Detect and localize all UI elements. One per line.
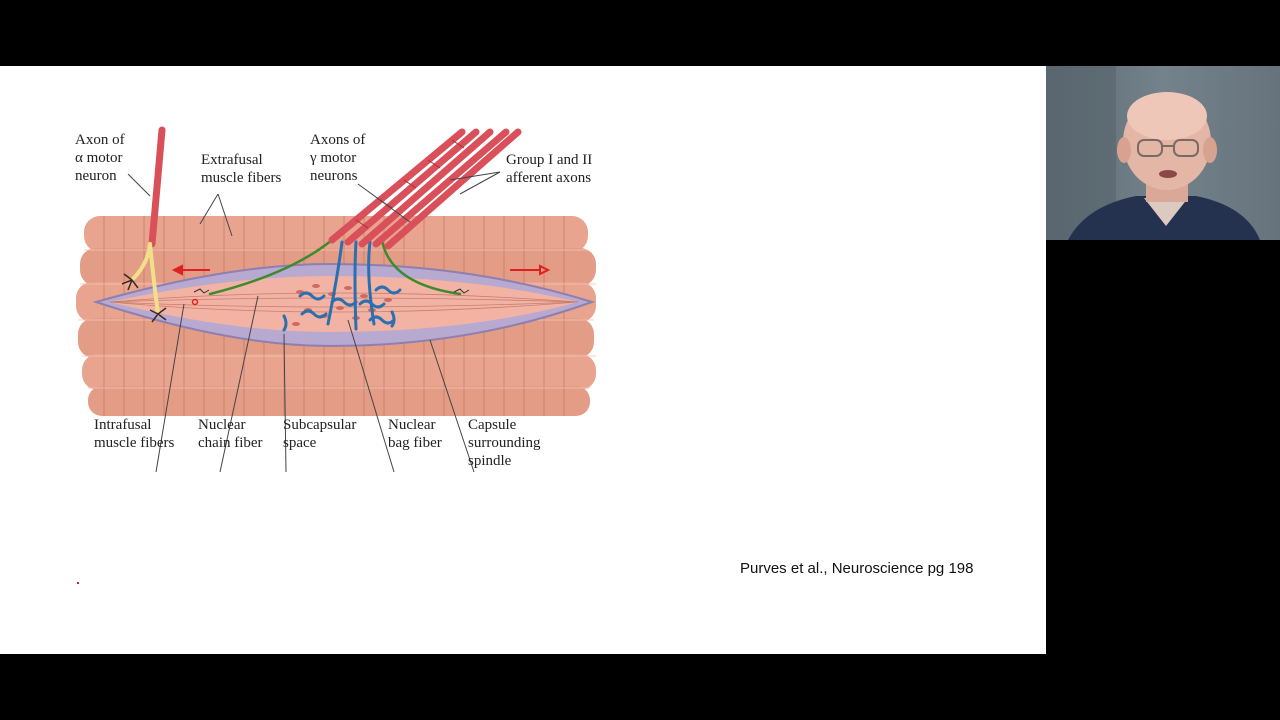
nuclei-cluster bbox=[292, 284, 392, 326]
label-intrafusal-fibers: Intrafusal muscle fibers bbox=[94, 417, 175, 451]
label-group-afferent-axons: Group I and II afferent axons bbox=[506, 152, 593, 186]
axon-bundle bbox=[328, 128, 522, 250]
presentation-slide: Axon of α motor neuron Extrafusal muscle… bbox=[0, 66, 1046, 654]
label-extrafusal-fibers: Extrafusal muscle fibers bbox=[201, 152, 282, 186]
stretch-arrows bbox=[171, 264, 551, 276]
alpha-motor-axon bbox=[121, 126, 167, 323]
leader-lines bbox=[127, 171, 501, 473]
citation-text: Purves et al., Neuroscience pg 198 bbox=[740, 560, 974, 577]
afferent-endings bbox=[282, 240, 402, 332]
label-axon-alpha-motor-neuron: Axon of α motor neuron bbox=[75, 132, 125, 184]
muscle-spindle-figure: Axon of α motor neuron Extrafusal muscle… bbox=[70, 124, 630, 534]
presenter-image bbox=[1046, 66, 1280, 240]
label-capsule-surrounding-spindle: Capsule surrounding spindle bbox=[468, 417, 541, 469]
label-axons-gamma-motor-neurons: Axons of γ motor neurons bbox=[310, 132, 366, 184]
presenter-webcam-video bbox=[1046, 66, 1280, 240]
muscle-spindle-illustration bbox=[76, 126, 596, 473]
gamma-motor-axons bbox=[208, 238, 462, 296]
label-nuclear-chain-fiber: Nuclear chain fiber bbox=[198, 417, 263, 451]
label-subcapsular-space: Subcapsular space bbox=[283, 417, 357, 451]
laser-pointer-dot bbox=[77, 582, 79, 584]
label-nuclear-bag-fiber: Nuclear bag fiber bbox=[388, 417, 442, 451]
